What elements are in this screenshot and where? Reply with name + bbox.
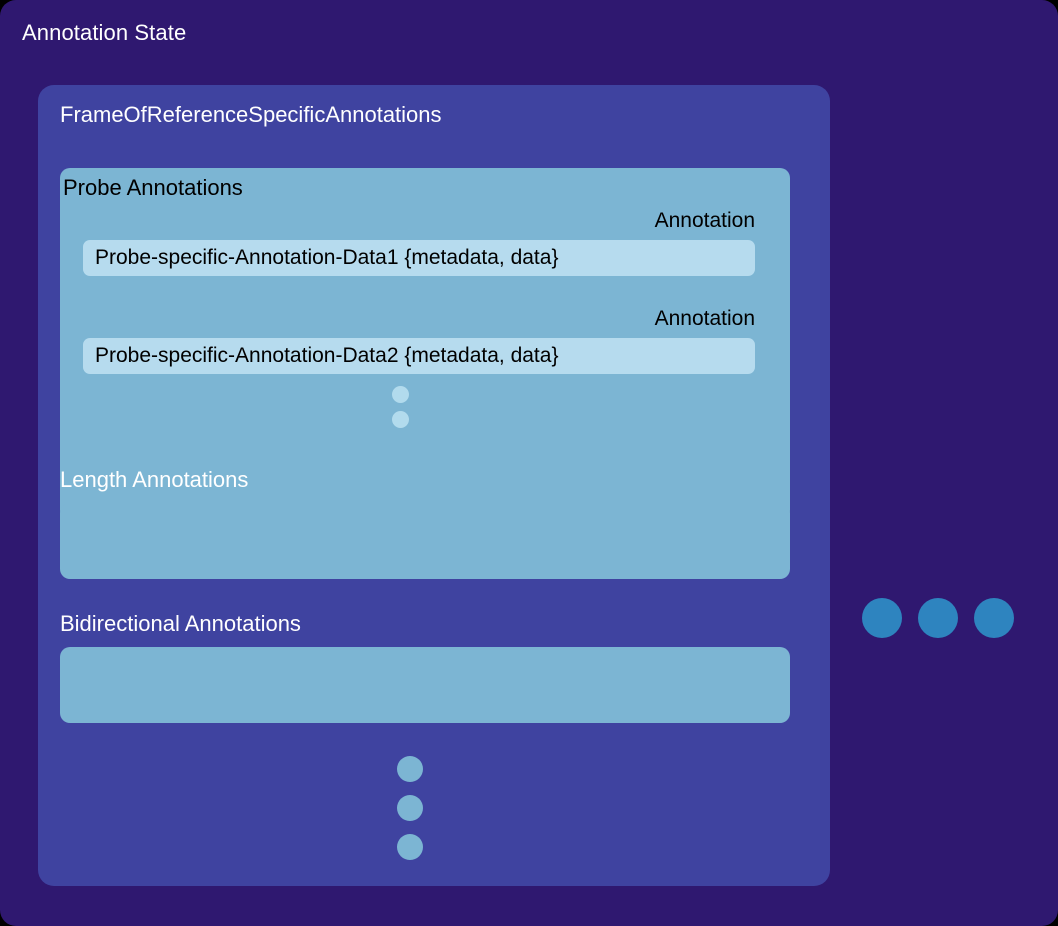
ellipsis-dot [392,386,409,403]
ellipsis-dot [974,598,1014,638]
length-annotations-title: Length Annotations [60,467,249,492]
frame-of-reference-title: FrameOfReferenceSpecificAnnotations [60,102,442,127]
ellipsis-dot [392,411,409,428]
horizontal-ellipsis-icon [862,598,1014,638]
ellipsis-dot [397,795,423,821]
panel-vertical-ellipsis-icon [397,756,425,873]
bidirectional-annotations-box [60,647,790,723]
annotation-data-row[interactable]: Probe-specific-Annotation-Data2 {metadat… [83,338,755,374]
annotation-entry: Annotation Probe-specific-Annotation-Dat… [60,306,755,374]
frame-of-reference-panel: FrameOfReferenceSpecificAnnotations Prob… [38,85,830,886]
annotation-label: Annotation [654,307,755,330]
probe-annotations-title: Probe Annotations [63,175,243,200]
annotation-data-text: Probe-specific-Annotation-Data1 {metadat… [95,246,559,269]
bidirectional-annotations-title: Bidirectional Annotations [60,611,301,636]
annotation-data-text: Probe-specific-Annotation-Data2 {metadat… [95,344,559,367]
annotation-label: Annotation [654,209,755,232]
annotation-data-row[interactable]: Probe-specific-Annotation-Data1 {metadat… [83,240,755,276]
ellipsis-dot [397,834,423,860]
probe-vertical-ellipsis-icon [392,386,412,436]
probe-annotations-group: Probe Annotations Annotation Probe-speci… [60,168,790,520]
ellipsis-dot [397,756,423,782]
page-title: Annotation State [22,20,187,45]
ellipsis-dot [918,598,958,638]
length-annotations-box [60,503,790,579]
ellipsis-dot [862,598,902,638]
annotation-entry: Annotation Probe-specific-Annotation-Dat… [60,208,755,276]
